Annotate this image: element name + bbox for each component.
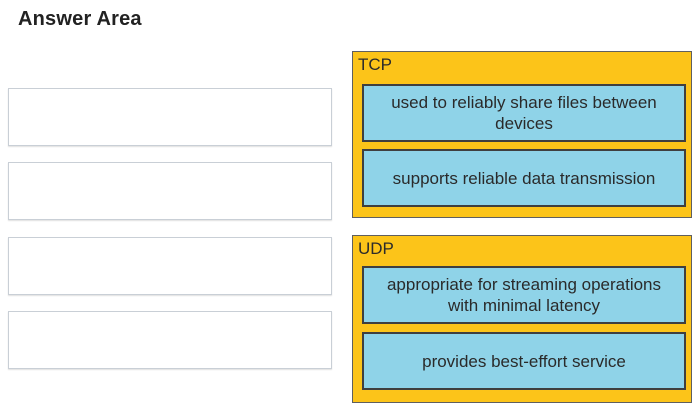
draggable-item[interactable]: supports reliable data transmission bbox=[362, 149, 686, 207]
group-label-tcp: TCP bbox=[358, 55, 392, 74]
answer-slot-2[interactable] bbox=[8, 162, 332, 220]
page-title: Answer Area bbox=[18, 8, 142, 30]
draggable-item[interactable]: used to reliably share files between dev… bbox=[362, 84, 686, 142]
draggable-item[interactable]: appropriate for streaming operations wit… bbox=[362, 266, 686, 324]
group-udp: UDP appropriate for streaming operations… bbox=[352, 235, 692, 403]
group-tcp: TCP used to reliably share files between… bbox=[352, 51, 692, 218]
answer-slot-4[interactable] bbox=[8, 311, 332, 369]
draggable-item[interactable]: provides best-effort service bbox=[362, 332, 686, 390]
answer-slot-1[interactable] bbox=[8, 88, 332, 146]
answer-slot-3[interactable] bbox=[8, 237, 332, 295]
group-label-udp: UDP bbox=[358, 239, 394, 258]
